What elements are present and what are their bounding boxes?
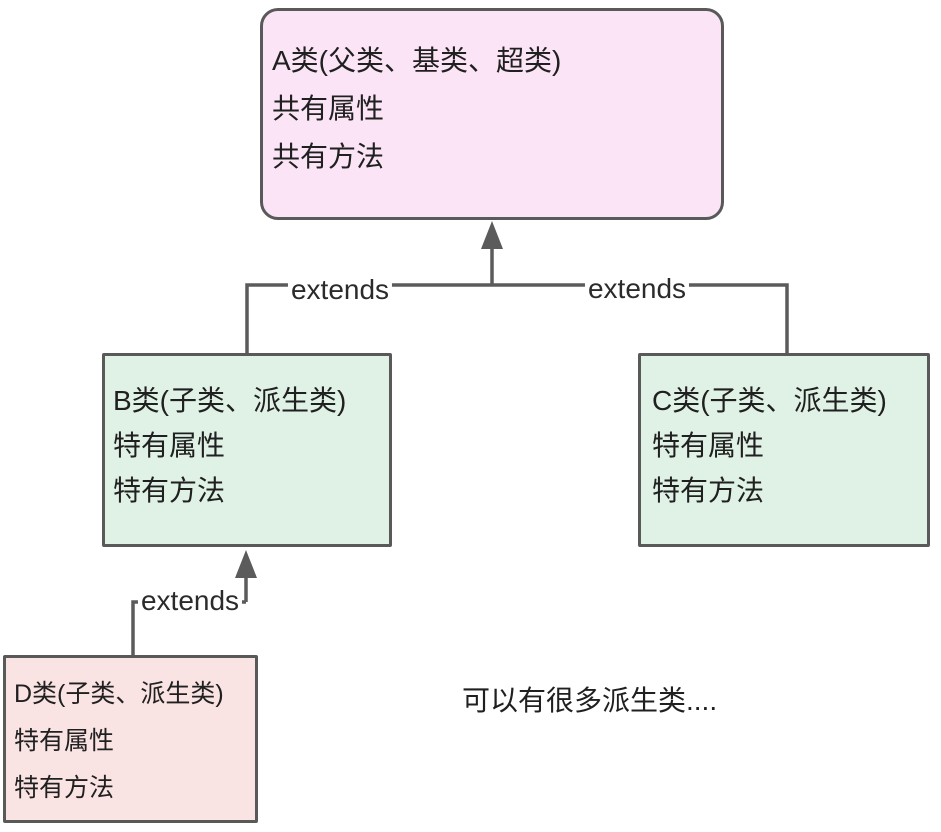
class-d-methods: 特有方法 [14,774,115,802]
class-d-box: D类(子类、派生类) 特有属性 特有方法 [3,655,258,823]
extends-label-d-to-b: extends [137,586,243,616]
extends-label-b-to-a: extends [287,275,393,305]
class-b-title: B类(子类、派生类) [113,385,347,416]
class-a-title: A类(父类、基类、超类) [272,45,562,76]
class-c-box: C类(子类、派生类) 特有属性 特有方法 [638,353,930,547]
class-c-attributes: 特有属性 [652,430,765,461]
class-a-methods: 共有方法 [272,141,385,172]
class-c-title: C类(子类、派生类) [652,385,887,416]
class-d-attributes: 特有属性 [14,727,115,755]
class-a-box: A类(父类、基类、超类) 共有属性 共有方法 [260,8,724,220]
class-b-methods: 特有方法 [113,475,226,506]
class-a-attributes: 共有属性 [272,93,385,124]
class-c-methods: 特有方法 [652,475,765,506]
arrowhead-to-b-icon [235,550,257,578]
class-b-attributes: 特有属性 [113,430,226,461]
class-d-title: D类(子类、派生类) [14,680,224,708]
extends-label-c-to-a: extends [584,274,690,304]
arrowhead-to-a-icon [481,221,503,249]
edge-b-c-to-a-line [245,283,789,353]
class-b-box: B类(子类、派生类) 特有属性 特有方法 [102,353,392,547]
derived-classes-note: 可以有很多派生类.... [462,685,718,716]
